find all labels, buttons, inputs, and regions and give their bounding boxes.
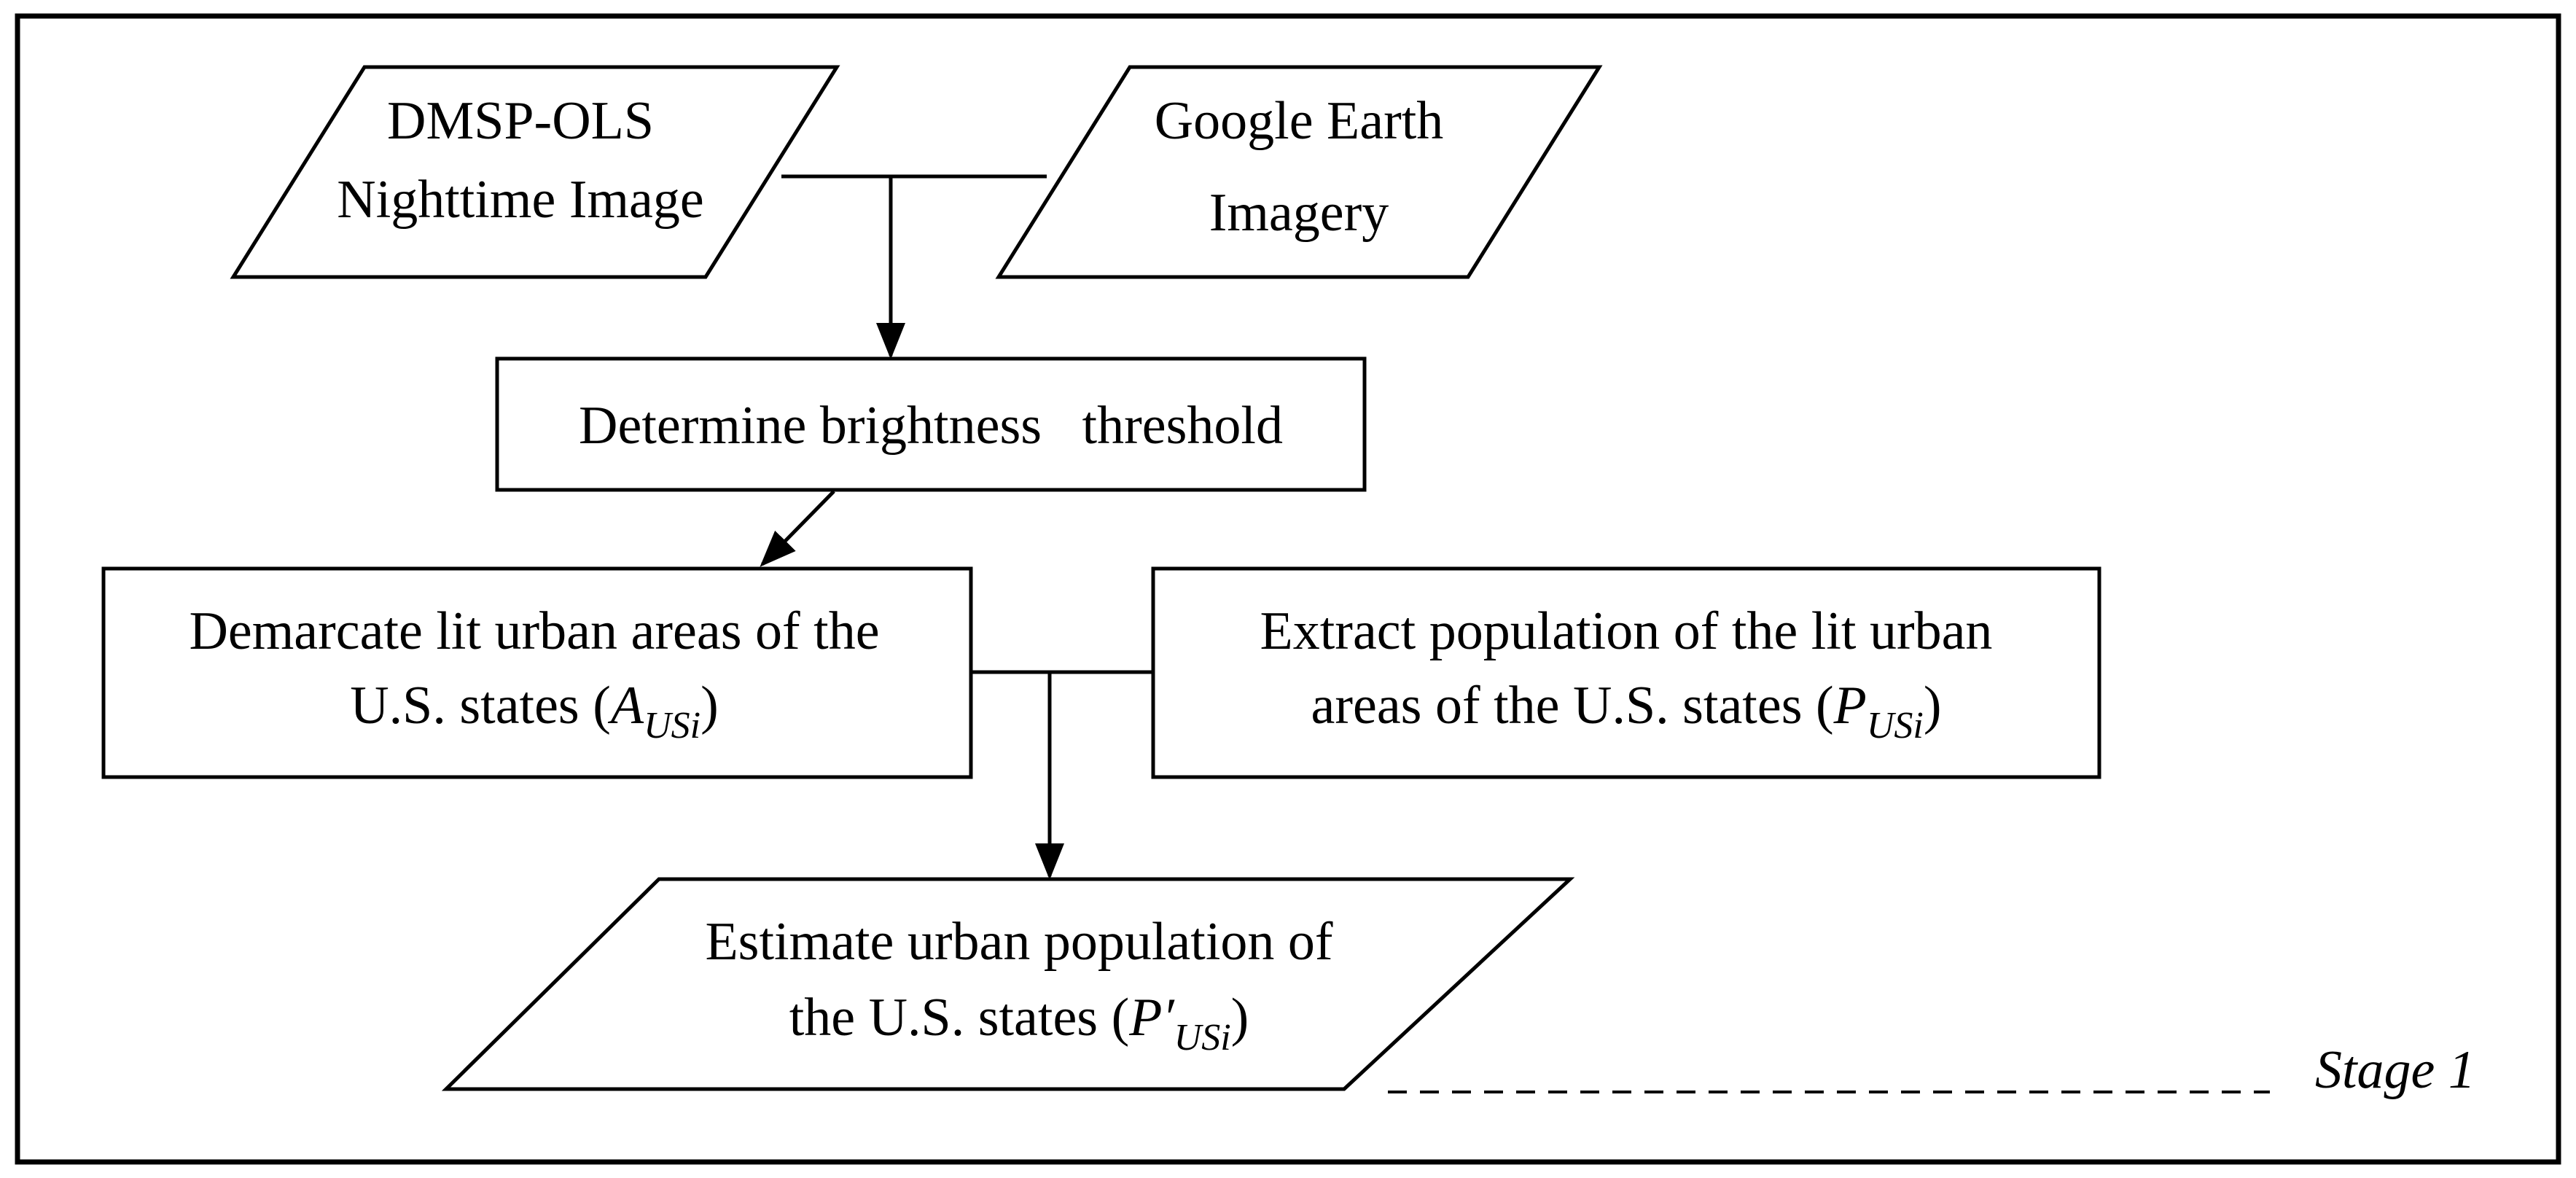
demarcate-label-line2: U.S. states (AUSi) — [350, 676, 719, 746]
demarcate-process-node: Demarcate lit urban areas of the U.S. st… — [101, 566, 973, 779]
process-merge-connector — [971, 670, 1153, 880]
threshold-to-demarcate-arrow — [760, 490, 835, 567]
google-label-line1: Google Earth — [1155, 91, 1444, 151]
extract-label-line2: areas of the U.S. states (PUSi) — [1311, 676, 1941, 746]
demarcate-label-line1: Demarcate lit urban areas of the — [189, 601, 879, 661]
inputs-merge-connector — [781, 174, 1047, 359]
extract-label-line1: Extract population of the lit urban — [1260, 601, 1993, 661]
dmsp-input-node: DMSP-OLS Nighttime Image — [230, 65, 840, 279]
estimate-output-node: Estimate urban population of the U.S. st… — [441, 877, 1575, 1091]
google-earth-input-node: Google Earth Imagery — [995, 65, 1603, 279]
threshold-process-node: Determine brightness threshold — [495, 356, 1367, 492]
estimate-label-line2: the U.S. states (P′USi) — [789, 988, 1249, 1058]
extract-process-node: Extract population of the lit urban area… — [1151, 566, 2101, 779]
google-label-line2: Imagery — [1209, 183, 1389, 243]
dmsp-label-line2: Nighttime Image — [337, 170, 703, 230]
estimate-label-line1: Estimate urban population of — [705, 912, 1332, 972]
threshold-label: Determine brightness threshold — [579, 396, 1283, 456]
dmsp-label-line1: DMSP-OLS — [387, 91, 654, 151]
stage-frame — [15, 13, 2561, 1165]
stage-label: Stage 1 — [2315, 1040, 2475, 1100]
